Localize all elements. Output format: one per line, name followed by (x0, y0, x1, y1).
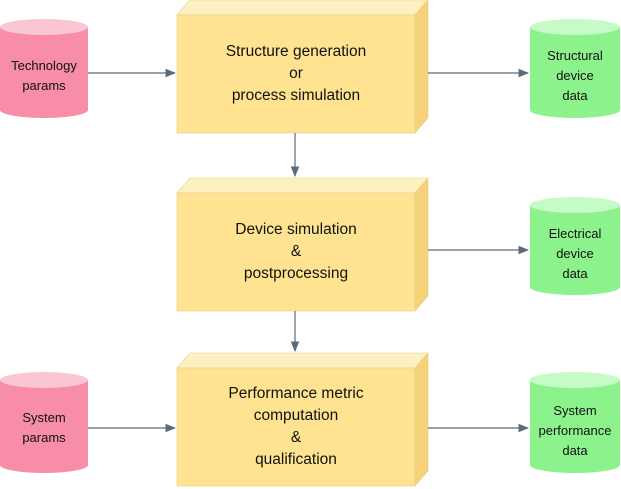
output-cylinder-structural (530, 19, 620, 118)
output-cylinder-electrical (530, 197, 620, 295)
process-box-structure (176, 0, 429, 134)
process-box-performance (176, 352, 429, 487)
process-box-device (176, 177, 429, 312)
input-cylinder-system (0, 372, 88, 473)
input-cylinder-technology (0, 19, 88, 118)
output-cylinder-system-perf (530, 372, 620, 473)
